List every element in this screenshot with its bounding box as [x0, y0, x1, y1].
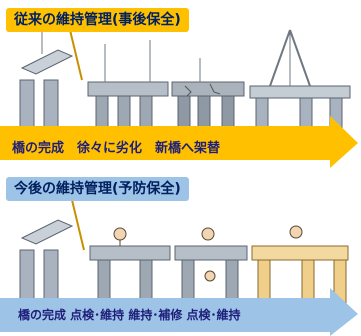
timeline-label: 橋の完成 徐々に劣化 新橋へ架替	[12, 141, 221, 156]
bridge-new-piers	[19, 199, 85, 307]
timeline-arrow	[0, 116, 358, 168]
reactive-bridge-illustration	[0, 29, 358, 168]
bridge-repair-deck	[174, 227, 248, 307]
panel-title: 今後の維持管理(予防保全)	[6, 177, 189, 201]
bridge-inspection-deck	[89, 227, 171, 307]
reactive-maintenance-panel: 従来の維持管理(事後保全) 橋の完成 徐々に劣化 新橋へ架替	[0, 8, 358, 168]
preventive-maintenance-panel: 今後の維持管理(予防保全) 橋の完成 点検･維持 維持･補修 点検･維持	[0, 168, 361, 336]
timeline-label: 橋の完成 点検･維持 維持･補修 点検･維持	[18, 308, 241, 322]
preventive-bridge-illustration	[0, 199, 358, 336]
timeline-arrow	[0, 288, 358, 336]
panel-title: 従来の維持管理(事後保全)	[6, 8, 189, 32]
bridge-maintained-deck	[251, 225, 349, 307]
